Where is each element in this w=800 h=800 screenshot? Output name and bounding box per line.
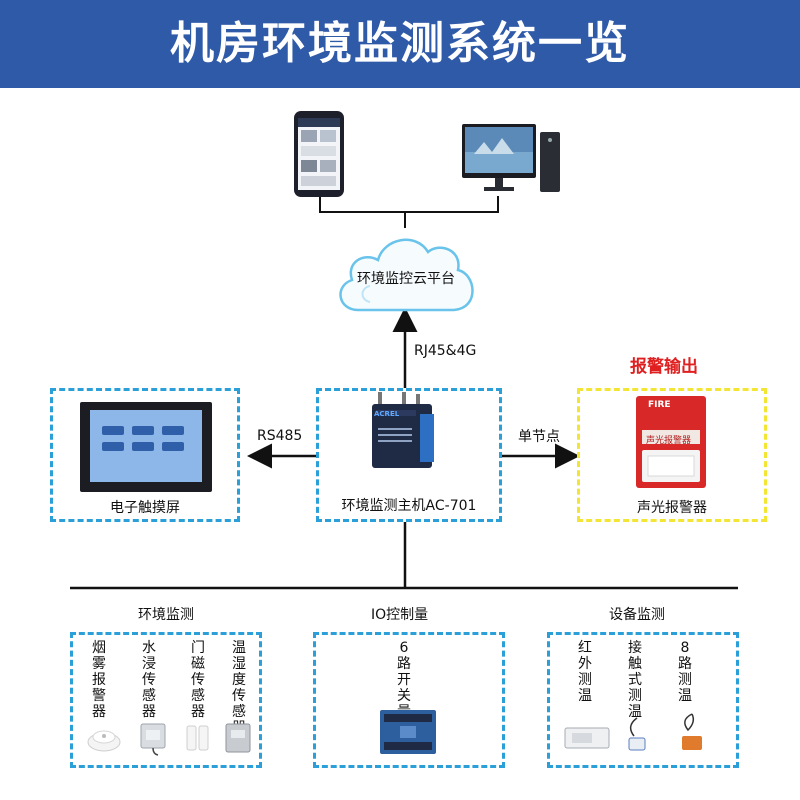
sensor-8ch-temp: 8路测温 xyxy=(678,640,692,704)
alarm-output-heading: 报警输出 xyxy=(630,357,698,377)
host-box xyxy=(316,388,502,522)
group-equip-heading: 设备监测 xyxy=(609,607,665,623)
temp-humidity-sensor-icon xyxy=(224,722,252,754)
door-sensor-icon xyxy=(186,724,210,752)
group-env-heading: 环境监测 xyxy=(138,607,194,623)
equipment-monitoring-box xyxy=(547,632,739,768)
alarm-label: 声光报警器 xyxy=(637,500,707,516)
host-brand-logo: ACREL xyxy=(374,410,400,418)
monitoring-host-icon xyxy=(364,392,444,472)
host-label: 环境监测主机AC-701 xyxy=(341,498,477,514)
smoke-detector-icon xyxy=(86,724,122,754)
page-title: 机房环境监测系统一览 xyxy=(170,18,630,69)
siren-plate-text: 声光报警器 xyxy=(646,436,692,446)
sensor-door: 门磁传感器 xyxy=(191,640,205,720)
water-sensor-icon xyxy=(138,722,168,756)
rs485-label: RS485 xyxy=(257,428,303,444)
cloud-platform-label: 环境监控云平台 xyxy=(357,271,455,287)
siren-alarm-icon xyxy=(636,396,706,488)
infrared-sensor-icon xyxy=(564,726,610,750)
smartphone-icon xyxy=(293,110,345,198)
sensor-smoke: 烟雾报警器 xyxy=(92,640,106,720)
group-io-heading: IO控制量 xyxy=(371,607,429,623)
sensor-contact-temp: 接触式测温 xyxy=(628,640,642,720)
io-control-box xyxy=(313,632,505,768)
contact-temp-sensor-icon xyxy=(624,716,650,754)
8ch-temp-sensor-icon xyxy=(676,712,708,754)
uplink-label: RJ45&4G xyxy=(414,343,477,359)
touchscreen-icon xyxy=(80,402,212,492)
alarm-box xyxy=(577,388,767,522)
relay-label: 单节点 xyxy=(518,429,560,445)
touchscreen-label: 电子触摸屏 xyxy=(110,500,180,516)
title-banner xyxy=(0,0,800,88)
io-6-switch: 6路开关量 xyxy=(397,640,411,720)
desktop-computer-icon xyxy=(462,124,560,200)
siren-top-text: FIRE xyxy=(648,400,671,410)
io-module-icon xyxy=(380,710,436,754)
sensor-water: 水浸传感器 xyxy=(142,640,156,720)
env-monitoring-box xyxy=(70,632,262,768)
sensor-infrared-temp: 红外测温 xyxy=(578,640,592,704)
touchscreen-box xyxy=(50,388,240,522)
cloud-platform xyxy=(330,222,482,322)
